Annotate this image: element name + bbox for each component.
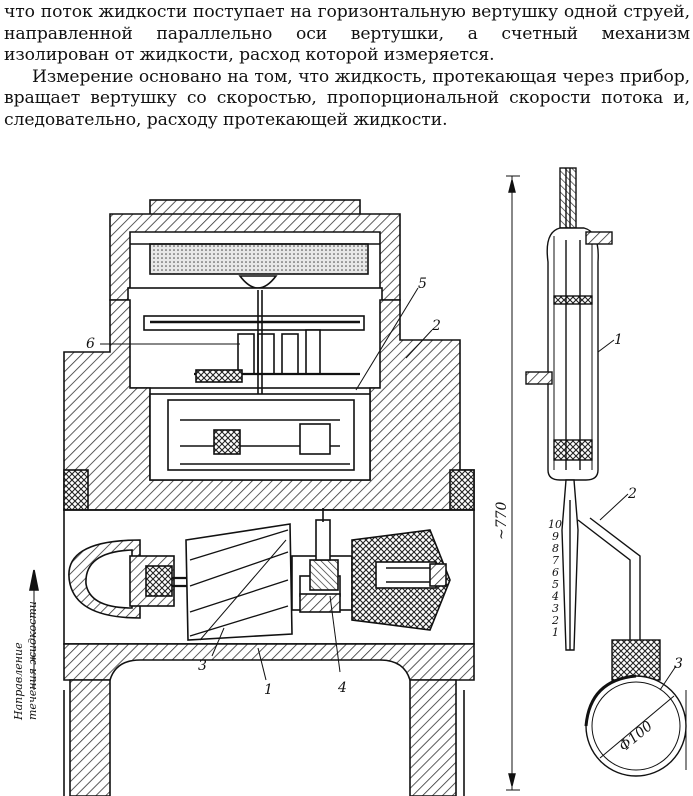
- callout-right-3: 3: [674, 656, 683, 672]
- water-meter-figure: [29, 199, 475, 796]
- scale-mark: 6: [552, 566, 559, 579]
- scale-mark: 5: [552, 578, 559, 591]
- callout-5: 5: [418, 276, 427, 292]
- callout-3: 3: [198, 658, 207, 674]
- tube-scale: 10 9 8 7 6 5 4 3 2 1: [548, 518, 562, 639]
- callout-6: 6: [86, 336, 95, 352]
- callout-4: 4: [337, 680, 347, 696]
- callout-2: 2: [431, 318, 441, 334]
- callout-right-1: 1: [614, 332, 623, 348]
- scale-mark: 7: [552, 554, 559, 567]
- flow-direction-label-2: течения жидкости: [26, 601, 39, 720]
- callout-1: 1: [264, 682, 273, 698]
- body-text: что поток жидкости поступает на горизонт…: [4, 2, 690, 131]
- scale-mark: 1: [552, 626, 559, 639]
- scale-mark: 2: [551, 614, 559, 627]
- scale-mark: 10: [548, 518, 562, 531]
- scale-mark: 9: [552, 530, 559, 543]
- scale-mark: 8: [552, 542, 559, 555]
- height-dimension-label: ~770: [494, 501, 510, 540]
- tube-gauge-figure: [506, 167, 687, 791]
- paragraph-measurement: Измерение основано на том, что жидкость,…: [4, 66, 690, 130]
- callout-right-2: 2: [627, 486, 637, 502]
- flow-direction-label-1: Направление: [12, 642, 25, 721]
- scale-mark: 3: [552, 602, 559, 615]
- scale-mark: 4: [551, 590, 559, 603]
- paragraph-continued: что поток жидкости поступает на горизонт…: [4, 2, 690, 65]
